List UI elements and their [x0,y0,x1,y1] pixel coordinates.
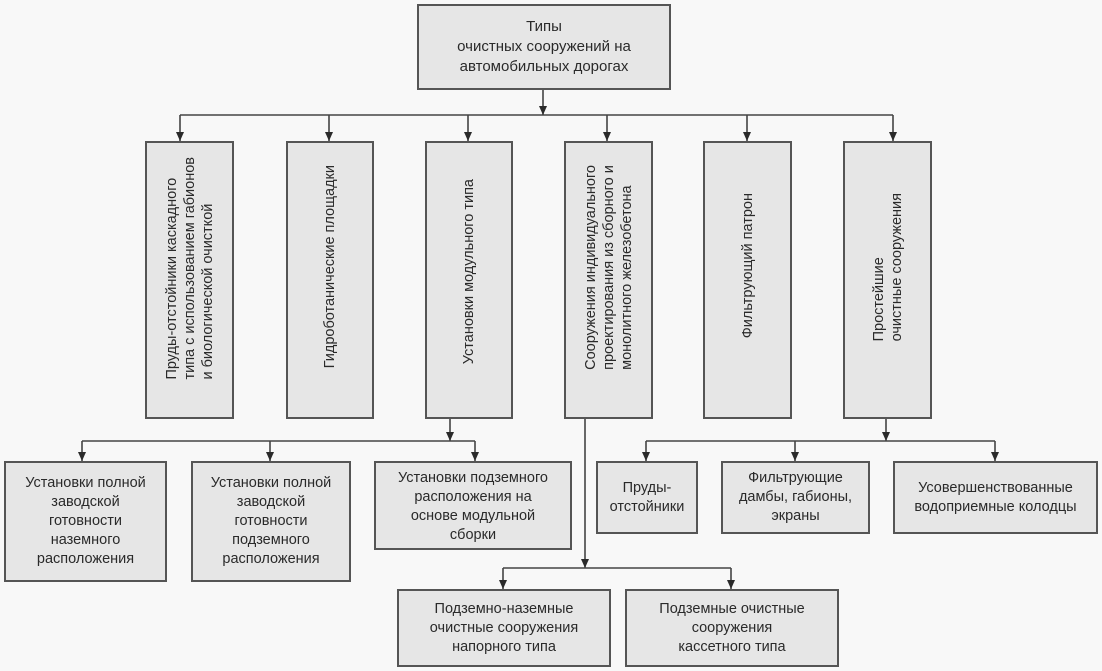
subtype-pressure-type: Подземно-наземные очистные сооружения на… [397,589,611,667]
subtype-label: Подземные очистные сооружения кассетного… [659,600,805,655]
category-label: Установки модульного типа [461,179,477,365]
subtype-label: Подземно-наземные очистные сооружения на… [429,600,579,655]
subtype-label: Установки полной заводской готовности на… [25,475,146,567]
subtype-label: Фильтрующие дамбы, габионы, экраны [738,470,853,524]
arrow-to-b6 [889,132,897,141]
arrow-to-s6 [642,452,650,461]
arrow-b4-to-bus [581,559,589,568]
arrow-to-s3 [471,452,479,461]
arrow-to-s2 [266,452,274,461]
category-label: Пруды-отстойники каскадного типа с испол… [163,157,216,380]
subtype-label: Установки подземного расположения на осн… [398,470,548,543]
subtype-settling-ponds: Пруды- отстойники [596,461,698,534]
category-label: Гидроботанические площадки [322,165,338,369]
subtype-cassette-type: Подземные очистные сооружения кассетного… [625,589,839,667]
category-modular-units: Установки модульного типа [425,141,513,419]
arrow-to-s5 [727,580,735,589]
subtype-filter-dams: Фильтрующие дамбы, габионы, экраны [721,461,870,534]
arrow-to-s4 [499,580,507,589]
subtype-factory-ready-underground: Установки полной заводской готовности по… [191,461,351,582]
arrow-to-s7 [791,452,799,461]
arrow-to-b2 [325,132,333,141]
arrow-b3-to-bus [446,432,454,441]
arrow-b6-to-bus [882,432,890,441]
arrow-to-b4 [603,132,611,141]
arrow-to-b1 [176,132,184,141]
subtype-modular-assembly-underground: Установки подземного расположения на осн… [374,461,572,550]
category-label: Сооружения индивидуального проектировани… [582,165,635,370]
category-simple-facilities: Простейшие очистные сооружения [843,141,932,419]
arrow-to-s1 [78,452,86,461]
category-individual-design: Сооружения индивидуального проектировани… [564,141,653,419]
subtype-label: Усовершенствованные водоприемные колодцы [914,479,1077,515]
subtype-label: Пруды- отстойники [609,479,685,515]
arrow-to-b5 [743,132,751,141]
arrow-root-to-bus [539,106,547,115]
subtype-label: Установки полной заводской готовности по… [210,475,332,567]
category-cascade-ponds: Пруды-отстойники каскадного типа с испол… [145,141,234,419]
arrow-to-s8 [991,452,999,461]
category-label: Фильтрующий патрон [739,193,756,339]
subtype-factory-ready-surface: Установки полной заводской готовности на… [4,461,167,582]
root-node: Типы очистных сооружений на автомобильны… [417,4,671,90]
subtype-improved-wells: Усовершенствованные водоприемные колодцы [893,461,1098,534]
arrow-to-b3 [464,132,472,141]
category-filter-cartridge: Фильтрующий патрон [703,141,792,419]
root-node-label: Типы очистных сооружений на автомобильны… [457,18,631,75]
category-hydrobotanical-sites: Гидроботанические площадки [286,141,374,419]
category-label: Простейшие очистные сооружения [870,193,905,342]
